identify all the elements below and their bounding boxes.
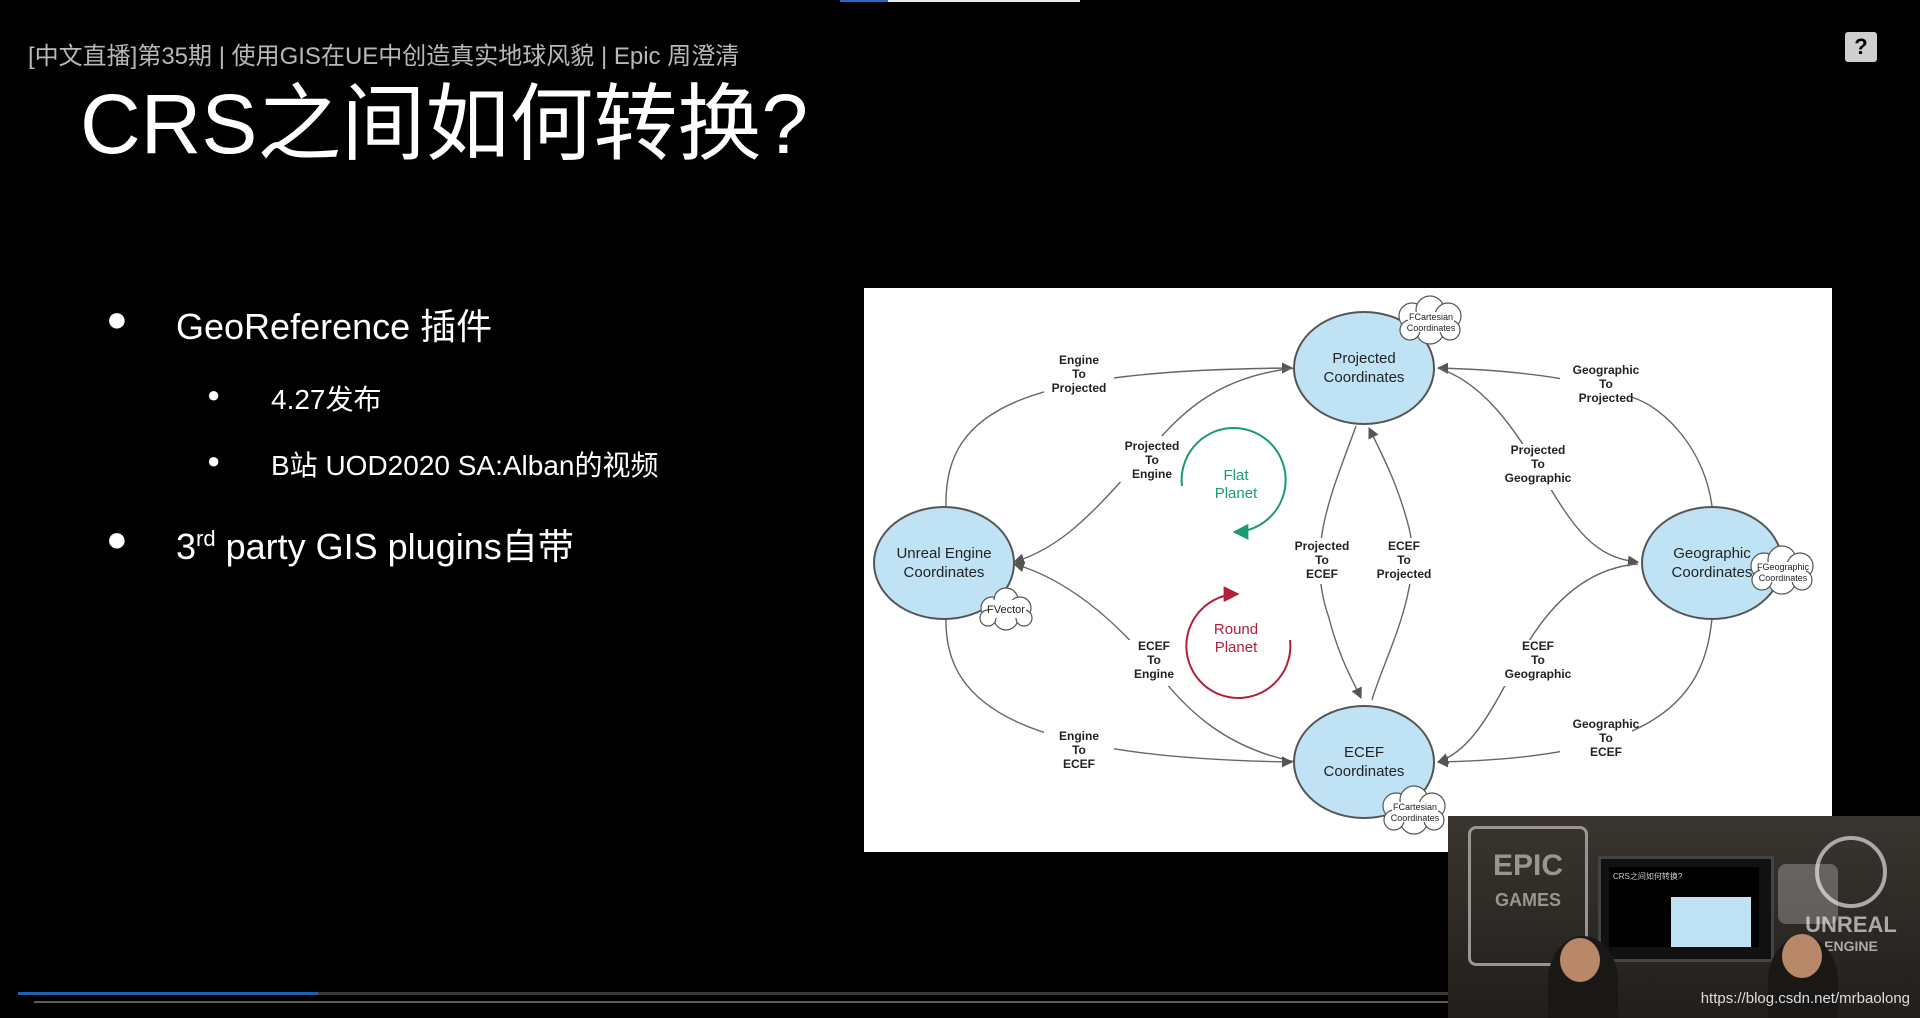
slide-title: CRS之间如何转换? [80, 78, 808, 170]
screen-content: CRS之间如何转换? [1609, 867, 1759, 947]
video-progress-fill [18, 992, 318, 995]
watermark-url: https://blog.csdn.net/mrbaolong [1701, 990, 1910, 1007]
screen-title: CRS之间如何转换? [1609, 867, 1759, 886]
video-buffer-bar [34, 1001, 1448, 1003]
presenter-left-face [1560, 938, 1600, 982]
bullet-text-prefix: 3 [176, 526, 196, 567]
bullet-text: GeoReference 插件 [176, 306, 492, 347]
epic-logo-text: EPIC [1471, 849, 1585, 883]
help-button[interactable]: ? [1845, 32, 1877, 62]
presenter-video-pip[interactable]: EPIC GAMES CRS之间如何转换? UNREAL ENGINE [1448, 816, 1920, 1018]
video-progress-bar[interactable] [18, 992, 1448, 995]
screen-diagram [1671, 897, 1751, 947]
sub-bullet-release: ● 4.27发布 [271, 378, 382, 418]
presentation-screen: CRS之间如何转换? [1598, 856, 1774, 962]
play-button[interactable] [1778, 864, 1838, 924]
top-progress-accent [840, 0, 1080, 2]
bullet-text-rest: party GIS plugins自带 [216, 526, 574, 567]
bullet-text: B站 UOD2020 SA:Alban的视频 [271, 450, 659, 481]
bullet-text: 4.27发布 [271, 384, 382, 415]
bullet-dot: ● [207, 448, 220, 474]
bullet-georeference: ● GeoReference 插件 [176, 298, 492, 350]
sub-bullet-video: ● B站 UOD2020 SA:Alban的视频 [271, 444, 659, 484]
bullet-dot: ● [207, 382, 220, 408]
bullet-dot: ● [106, 298, 128, 340]
bullet-dot: ● [106, 518, 128, 560]
cloud-fvector-label: FVector [987, 604, 1025, 616]
epic-logo-subtext: GAMES [1471, 883, 1585, 917]
presenter-right-face [1782, 934, 1822, 978]
bullet-text-sup: rd [196, 526, 216, 551]
video-title: [中文直播]第35期 | 使用GIS在UE中创造真实地球风貌 | Epic 周澄… [28, 36, 739, 71]
bullet-3rd-party: ● 3rd party GIS plugins自带 [176, 518, 574, 570]
